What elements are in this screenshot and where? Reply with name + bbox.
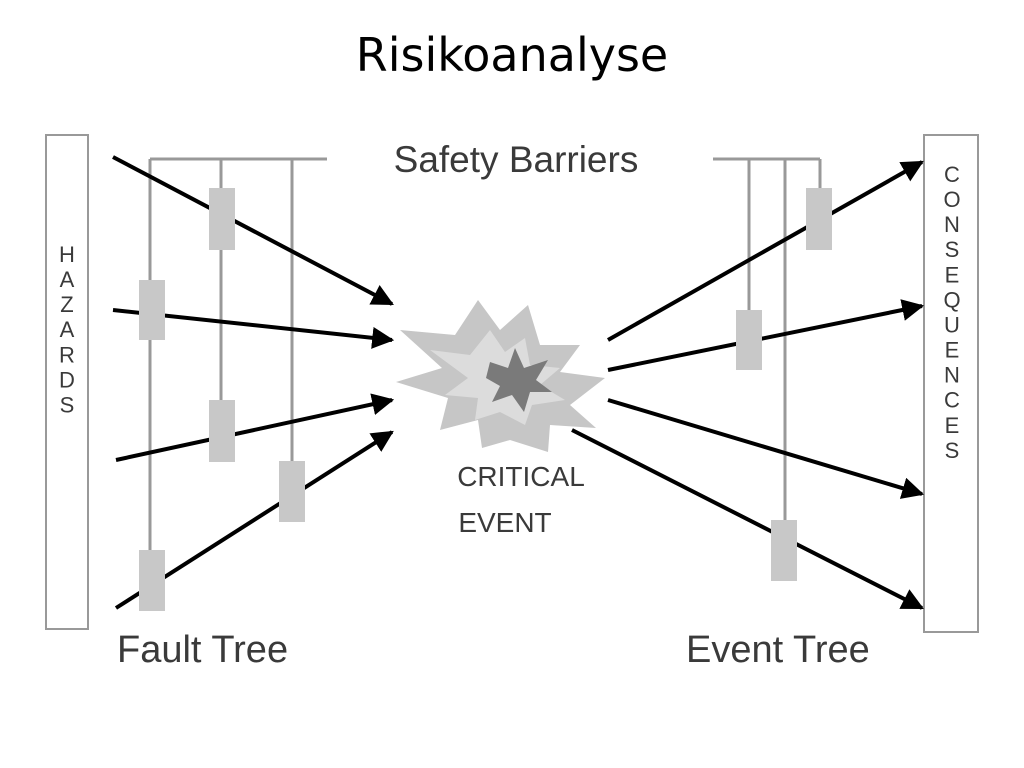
critical-event-label-line1: CRITICAL: [457, 461, 585, 492]
barrier-block: [771, 520, 797, 581]
critical-event-burst-inner: [486, 348, 552, 412]
barrier-block: [736, 310, 762, 370]
event-arrow-4: [571, 428, 924, 610]
barrier-block: [139, 280, 165, 340]
fault-arrow-3: [115, 393, 395, 462]
barrier-block: [209, 400, 235, 462]
barrier-block: [139, 550, 165, 611]
slide-title: Risikoanalyse: [355, 28, 669, 82]
fault-arrow-1: [112, 155, 394, 306]
event-arrow-2: [607, 299, 925, 372]
event-tree-label: Event Tree: [686, 629, 870, 671]
barrier-block: [279, 461, 305, 522]
barrier-connector-right: [713, 157, 822, 550]
barrier-block: [806, 188, 832, 250]
safety-barriers-label: Safety Barriers: [394, 139, 639, 180]
consequences-box: [923, 134, 979, 633]
event-tree-arrows: [571, 160, 925, 610]
event-arrow-3: [607, 398, 925, 499]
critical-event-label-line2: EVENT: [458, 507, 551, 538]
barrier-block: [209, 188, 235, 250]
fault-tree-arrows: [112, 155, 395, 610]
hazards-box: [45, 134, 89, 630]
event-arrow-1: [607, 160, 924, 342]
safety-barrier-blocks: [139, 188, 832, 611]
fault-tree-label: Fault Tree: [117, 629, 288, 671]
